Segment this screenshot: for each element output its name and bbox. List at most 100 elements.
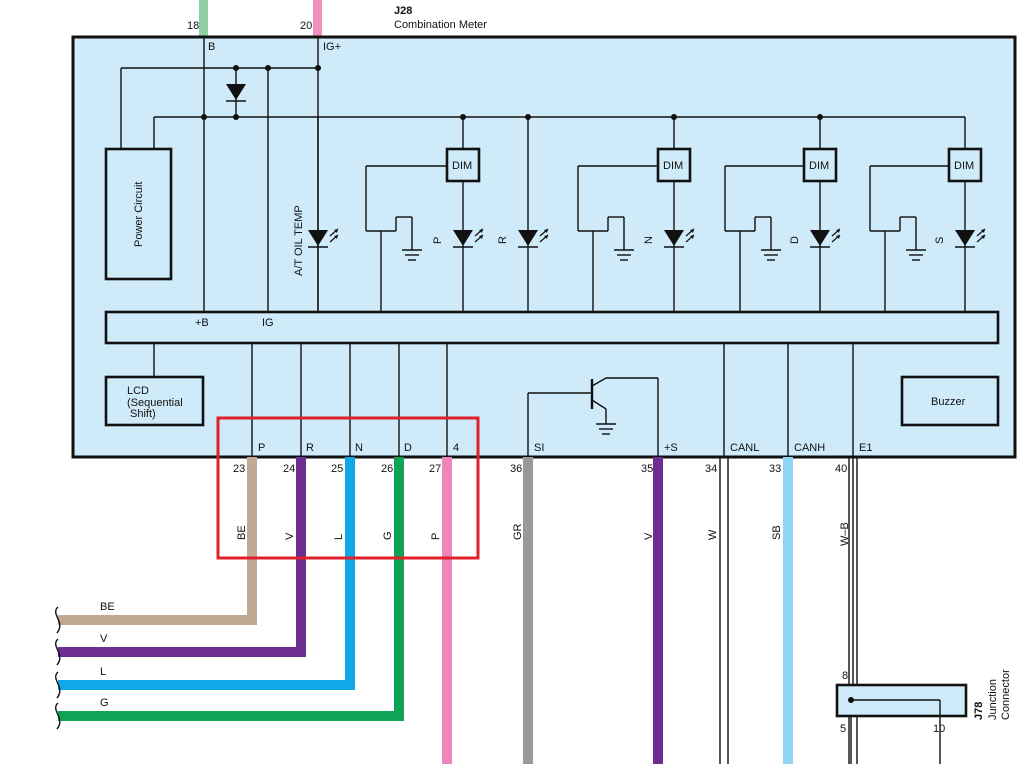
- terminal-+S: +S 35V: [641, 442, 678, 764]
- wire-top-igplus: [313, 0, 322, 37]
- highlight-box: [216, 416, 480, 560]
- left-wire-label: G: [100, 697, 109, 709]
- bus-label-ig: IG: [262, 317, 274, 329]
- power-circuit-label: Power Circuit: [133, 182, 145, 247]
- indicator-1: A/T OIL TEMP: [293, 117, 339, 311]
- wire-color-label: W: [707, 529, 719, 540]
- terminal-label: R: [306, 442, 314, 454]
- left-wire-label: BE: [100, 601, 115, 613]
- wire-color-label: W–B: [839, 522, 851, 546]
- pin-number: 36: [510, 463, 522, 475]
- indicator-4: DIM N: [577, 117, 695, 311]
- dim-label: DIM: [954, 160, 974, 172]
- wire: [442, 457, 452, 764]
- terminal-label: CANH: [794, 442, 825, 454]
- left-wire-V: V: [55, 633, 306, 666]
- lcd-label-3: Shift): [130, 408, 156, 420]
- left-wire-routing: BE V L G: [55, 601, 404, 730]
- junction-connector: 8 5 10 J78 Junction Connector: [835, 669, 1012, 764]
- dim-label: DIM: [809, 160, 829, 172]
- meter-id: J28: [394, 5, 412, 17]
- indicator-label-5: D: [789, 236, 801, 244]
- terminal-CANL: CANL 34W: [705, 343, 759, 764]
- junction-name: Junction: [987, 679, 999, 720]
- junction-id: J78: [973, 702, 985, 720]
- pin-number: 25: [331, 463, 343, 475]
- terminal-label: N: [355, 442, 363, 454]
- indicator-label-1: A/T OIL TEMP: [293, 205, 305, 276]
- left-wire-L: L: [55, 666, 355, 699]
- indicator-3: R: [497, 117, 549, 311]
- buzzer-block: [900, 375, 1000, 427]
- left-wire-label: L: [100, 666, 106, 678]
- left-wire-label: V: [100, 633, 108, 645]
- junction-name-2: Connector: [1000, 669, 1012, 720]
- terminal-label: 4: [453, 442, 459, 454]
- terminal-R: R 24V: [283, 343, 314, 652]
- lcd-label-1: LCD: [127, 385, 149, 397]
- si-transistor: [527, 377, 659, 457]
- wire: [247, 457, 257, 620]
- pin-number: 34: [705, 463, 717, 475]
- terminal-4: 4 27P: [429, 343, 459, 764]
- meter-bus-bar: [104, 310, 1000, 345]
- pin-number: 26: [381, 463, 393, 475]
- terminal-label: CANL: [730, 442, 759, 454]
- pin-number: 35: [641, 463, 653, 475]
- terminal-N: N 25L: [331, 343, 363, 685]
- terminal-label: +S: [664, 442, 678, 454]
- top-label-igplus: IG+: [323, 41, 341, 53]
- wire-color-label: BE: [236, 525, 248, 540]
- dim-label: DIM: [663, 160, 683, 172]
- wire-color-label: G: [382, 531, 394, 540]
- wire: [345, 457, 355, 685]
- wire-color-label: L: [333, 534, 345, 540]
- terminal-label: D: [404, 442, 412, 454]
- wire-color-label: P: [430, 533, 442, 540]
- indicator-label-2: P: [432, 237, 444, 244]
- dim-label: DIM: [452, 160, 472, 172]
- terminal-D: D 26G: [381, 343, 412, 716]
- wire: [523, 457, 533, 764]
- left-wire-G: G: [55, 697, 404, 730]
- wire-color-label: V: [284, 532, 296, 540]
- pin-number: 33: [769, 463, 781, 475]
- internal-wiring-top: [120, 37, 965, 311]
- junction-pin-5: 5: [840, 723, 846, 735]
- pin-number: 27: [429, 463, 441, 475]
- power-circuit-block: [104, 147, 173, 281]
- bottom-terminals: P23BER24VN25LD26G427PSI36GR+S35VCANL34WC…: [233, 343, 872, 764]
- left-wire-BE: BE: [55, 601, 257, 634]
- wire: [653, 457, 663, 764]
- lcd-label-2: (Sequential: [127, 397, 183, 409]
- top-pin-20: 20: [300, 20, 312, 32]
- wire-color-label: V: [643, 532, 655, 540]
- wire: [783, 457, 793, 764]
- wire-color-label: GR: [512, 523, 524, 540]
- indicator-5: DIM D: [724, 117, 841, 311]
- indicator-label-4: N: [643, 236, 655, 244]
- meter-name: Combination Meter: [394, 19, 487, 31]
- wire: [394, 457, 404, 716]
- wire: [296, 457, 306, 652]
- top-pin-18: 18: [187, 20, 199, 32]
- wire-color-label: SB: [771, 525, 783, 540]
- indicator-2: DIM P: [365, 117, 484, 311]
- terminal-label: P: [258, 442, 265, 454]
- lcd-block: [104, 375, 205, 427]
- junction-pin-10: 10: [933, 723, 945, 735]
- buzzer-label: Buzzer: [931, 396, 966, 408]
- combination-meter-box: [71, 35, 1017, 459]
- pin-number: 23: [233, 463, 245, 475]
- junction-pin-8: 8: [842, 670, 848, 682]
- wire-top-b: [199, 0, 208, 37]
- pin-number: 24: [283, 463, 295, 475]
- bus-label-b: +B: [195, 317, 209, 329]
- terminal-label: E1: [859, 442, 872, 454]
